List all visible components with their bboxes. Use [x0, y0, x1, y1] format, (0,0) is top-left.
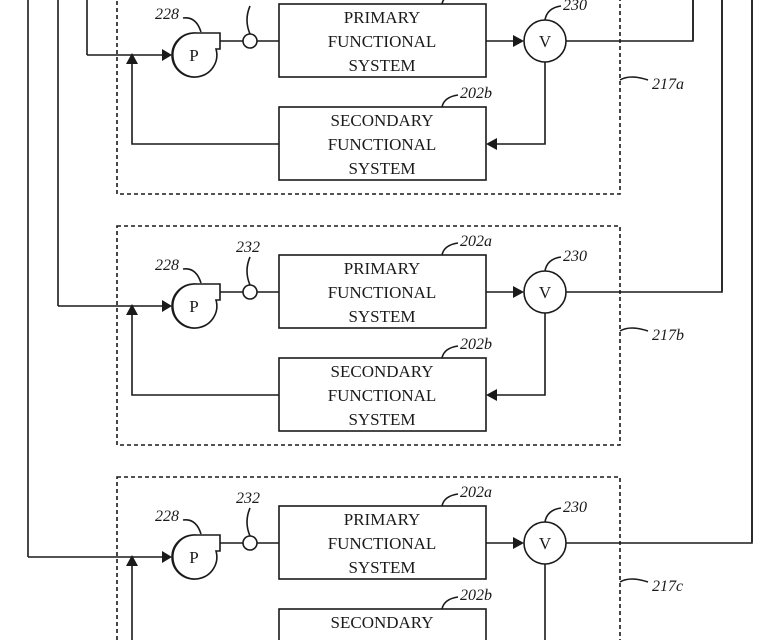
- primary-label-line: SYSTEM: [348, 56, 415, 75]
- secondary-leader: [441, 596, 459, 610]
- arrow-head: [162, 551, 172, 563]
- primary-label-line: PRIMARY: [344, 259, 421, 278]
- secondary-leader: [441, 345, 459, 359]
- pump-label: P: [189, 297, 198, 316]
- pump-icon: [172, 32, 221, 78]
- arrow-head: [513, 286, 524, 298]
- arrow-head: [513, 35, 524, 47]
- sensor-icon: [242, 33, 258, 49]
- pump-label: P: [189, 548, 198, 567]
- secondary-label-line: SECONDARY: [331, 613, 434, 632]
- valve-label: V: [539, 534, 552, 553]
- pump-leader: [182, 16, 202, 33]
- valve-ref: 230: [563, 248, 587, 265]
- sensor-icon: [242, 535, 258, 551]
- secondary-ref: 202b: [460, 336, 492, 353]
- valve-label: V: [539, 32, 552, 51]
- module-boundary: [116, 476, 621, 640]
- outlet-line: [566, 0, 723, 293]
- primary-label-line: FUNCTIONAL: [328, 32, 437, 51]
- secondary-label-line: FUNCTIONAL: [328, 135, 437, 154]
- pump-icon: [172, 534, 221, 580]
- pump-ref: 228: [155, 508, 179, 525]
- valve-leader: [544, 5, 562, 21]
- secondary-label-line: FUNCTIONAL: [328, 386, 437, 405]
- primary-label-line: PRIMARY: [344, 8, 421, 27]
- module-boundary: [116, 0, 621, 195]
- secondary-functional-system: [278, 106, 487, 181]
- module-217a: 217aP228PRIMARYFUNCTIONALSYSTEM202aSECON…: [87, 0, 694, 195]
- secondary-label-line: SECONDARY: [331, 111, 434, 130]
- primary-label-line: FUNCTIONAL: [328, 283, 437, 302]
- valve-ref: 230: [563, 499, 587, 516]
- module-217b: 217bP228232PRIMARYFUNCTIONALSYSTEM202aSE…: [58, 0, 723, 446]
- module-label: 217b: [652, 327, 684, 344]
- return-line: [131, 63, 279, 145]
- outlet-line: [566, 0, 753, 544]
- module-217c: 217cP228232PRIMARYFUNCTIONALSYSTEM202aSE…: [28, 0, 753, 640]
- module-leader: [619, 327, 649, 332]
- valve-to-secondary-line: [496, 62, 546, 145]
- sensor-ref: 232: [236, 239, 260, 256]
- secondary-label-line: FUNCTIONAL: [328, 637, 437, 640]
- module-label: 217a: [652, 76, 684, 93]
- secondary-ref: 202b: [460, 587, 492, 604]
- primary-ref: 202a: [460, 233, 492, 250]
- arrow-head: [486, 389, 497, 401]
- pump-ref: 228: [155, 257, 179, 274]
- primary-functional-system: [278, 254, 487, 329]
- module-label: 217c: [652, 578, 683, 595]
- sensor-leader: [246, 256, 251, 286]
- valve-leader: [544, 256, 562, 272]
- primary-label-line: SYSTEM: [348, 307, 415, 326]
- arrow-head: [486, 138, 497, 150]
- pump-leader: [182, 518, 202, 535]
- pump-ref: 228: [155, 6, 179, 23]
- module-leader: [619, 76, 649, 81]
- secondary-label-line: SYSTEM: [348, 159, 415, 178]
- arrow-head: [162, 300, 172, 312]
- pump-label: P: [189, 46, 198, 65]
- primary-label-line: FUNCTIONAL: [328, 534, 437, 553]
- valve-leader: [544, 507, 562, 523]
- secondary-functional-system: [278, 357, 487, 432]
- sensor-leader: [246, 5, 251, 35]
- valve-to-secondary-line: [496, 313, 546, 396]
- primary-label-line: PRIMARY: [344, 510, 421, 529]
- sensor-icon: [242, 284, 258, 300]
- module-leader: [619, 578, 649, 583]
- arrow-head: [513, 537, 524, 549]
- arrow-head: [126, 555, 138, 566]
- valve-label: V: [539, 283, 552, 302]
- valve-ref: 230: [563, 0, 587, 14]
- primary-leader: [441, 0, 445, 5]
- module-boundary: [116, 225, 621, 446]
- secondary-leader: [441, 94, 459, 108]
- primary-functional-system: [278, 505, 487, 580]
- arrow-head: [162, 49, 172, 61]
- primary-leader: [441, 493, 459, 507]
- primary-label-line: SYSTEM: [348, 558, 415, 577]
- arrow-head: [126, 53, 138, 64]
- valve-to-secondary-line: [544, 564, 546, 640]
- sensor-leader: [246, 507, 251, 537]
- secondary-ref: 202b: [460, 85, 492, 102]
- pump-icon: [172, 283, 221, 329]
- primary-leader: [441, 242, 459, 256]
- secondary-functional-system: [278, 608, 487, 640]
- secondary-label-line: SECONDARY: [331, 362, 434, 381]
- secondary-label-line: SYSTEM: [348, 410, 415, 429]
- return-line: [131, 565, 133, 640]
- sensor-ref: 232: [236, 490, 260, 507]
- arrow-head: [126, 304, 138, 315]
- return-line: [131, 314, 279, 396]
- pump-leader: [182, 267, 202, 284]
- outlet-line: [566, 0, 694, 42]
- primary-ref: 202a: [460, 484, 492, 501]
